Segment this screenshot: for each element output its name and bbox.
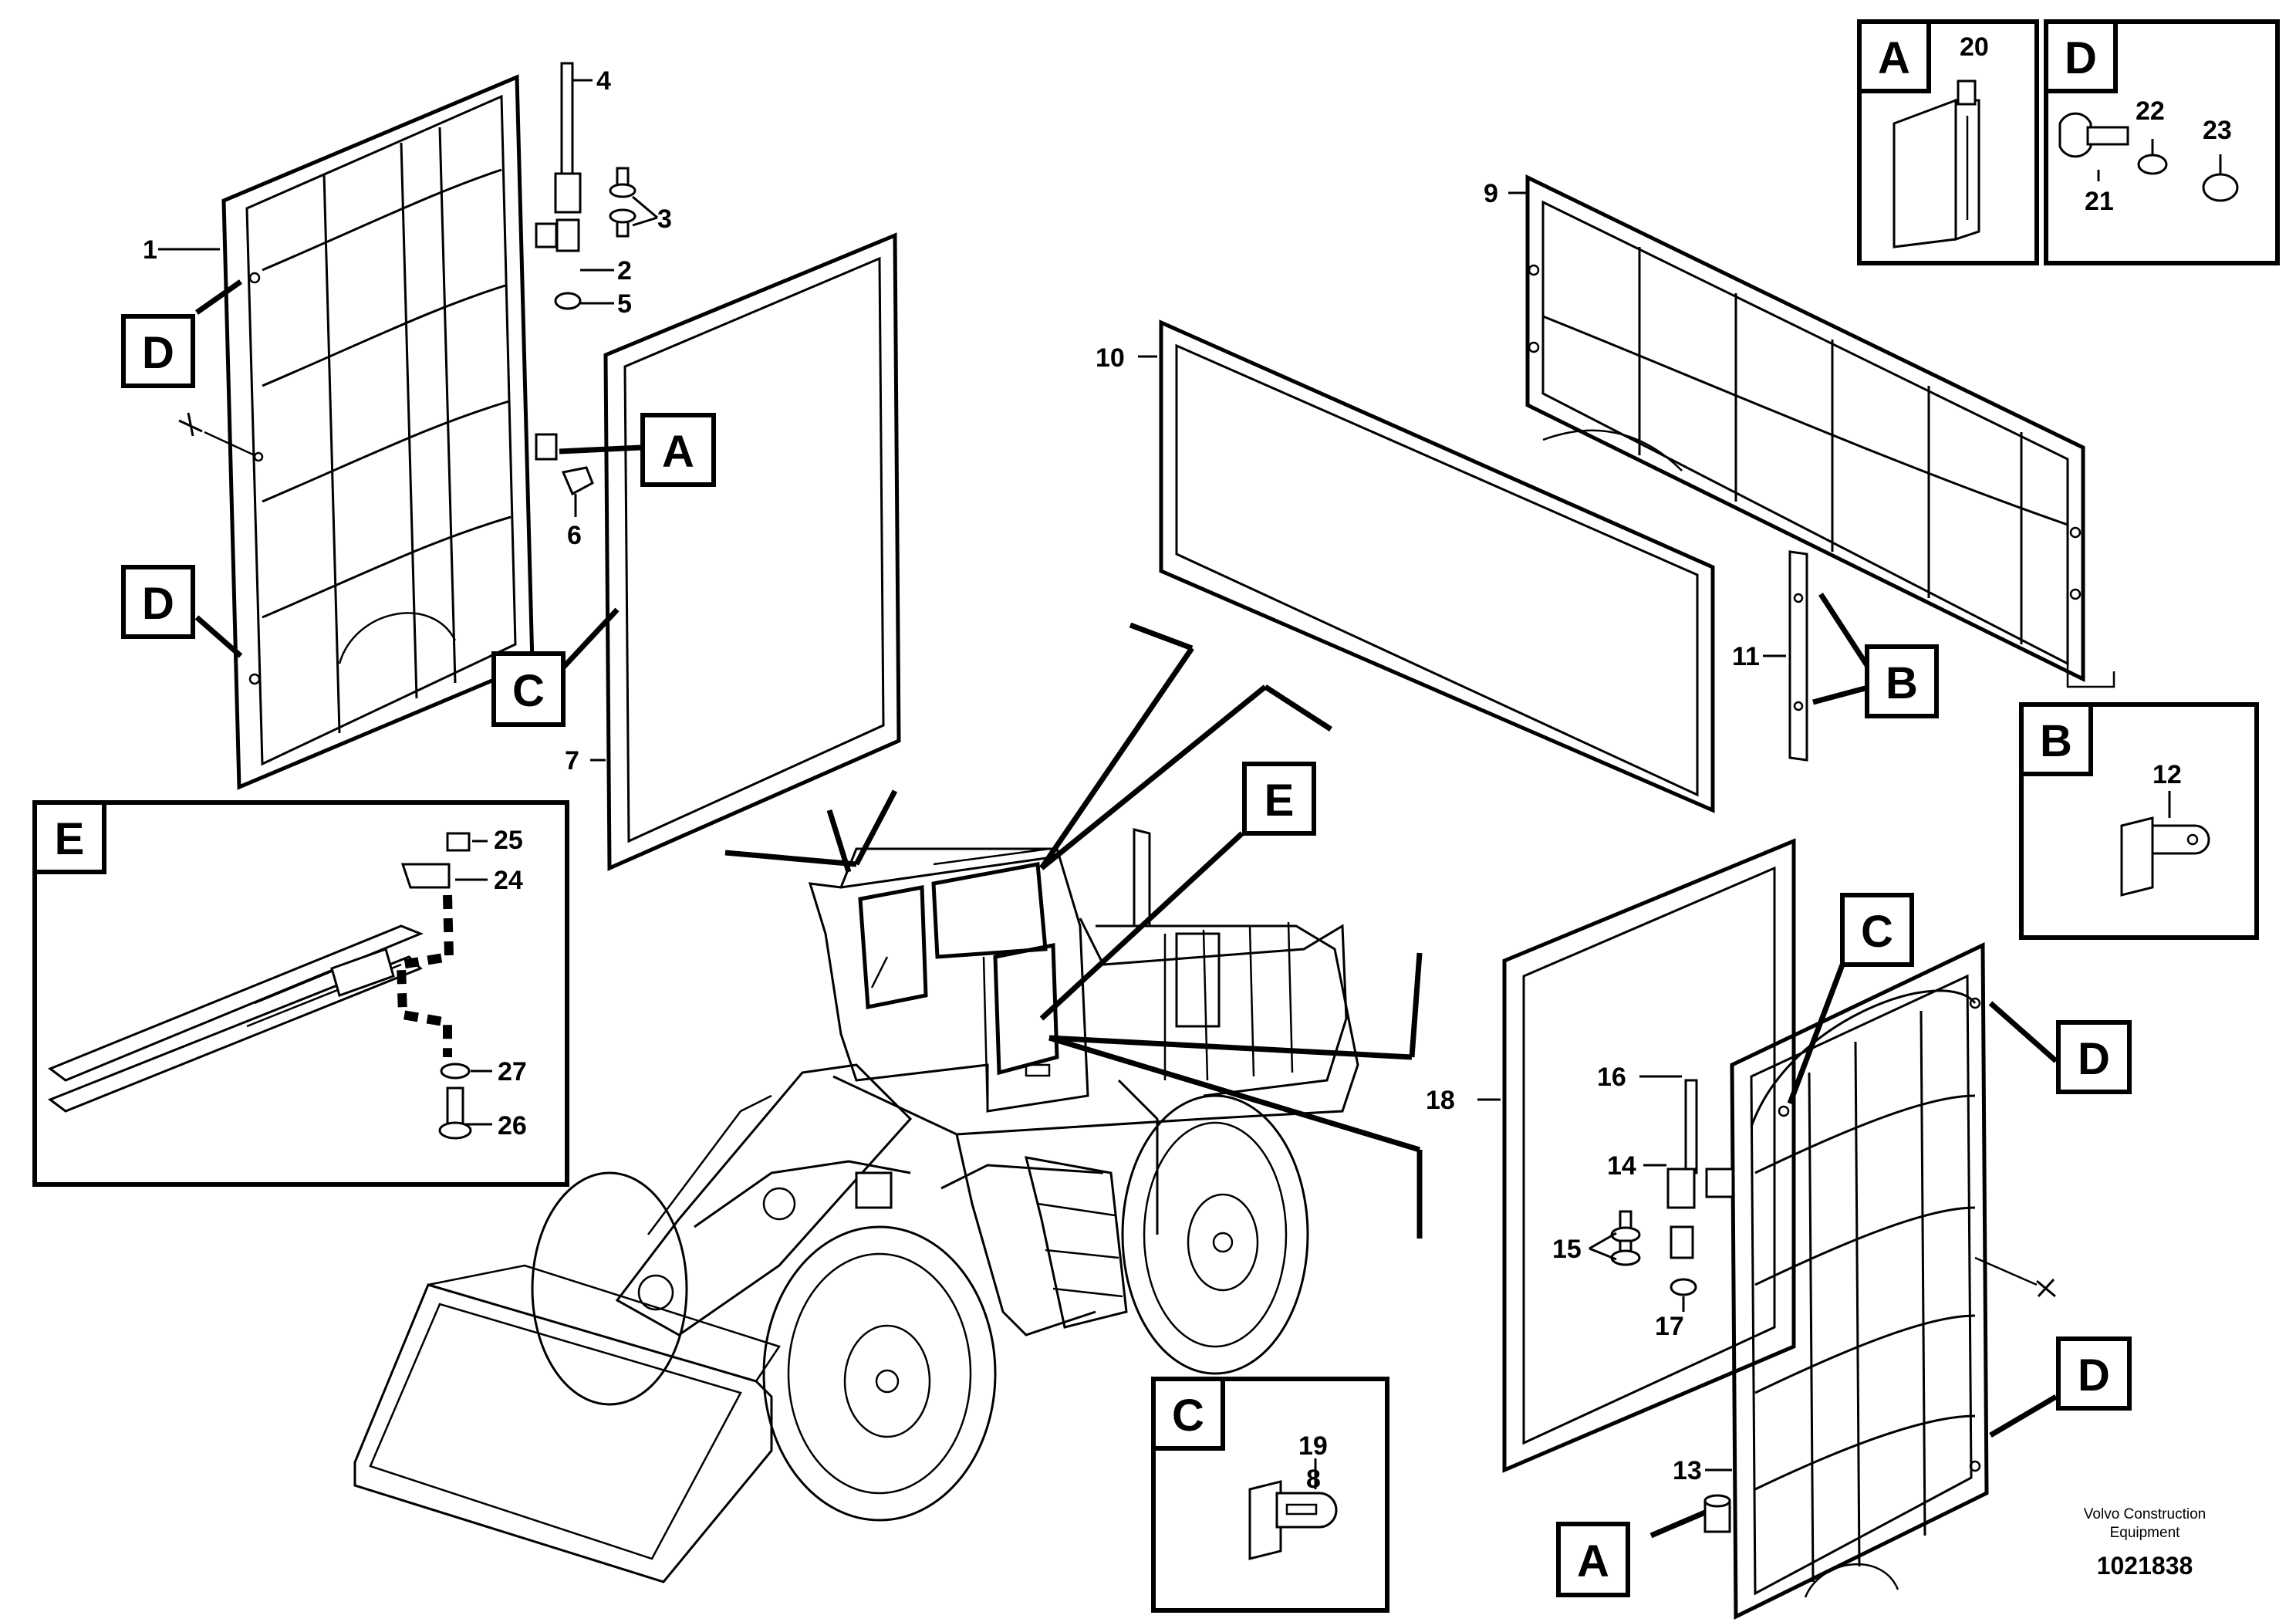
inset-tag-A: A: [1857, 19, 1931, 93]
part-number-18: 18: [1426, 1086, 1455, 1115]
part-number-9: 9: [1484, 179, 1498, 208]
svg-text:D: D: [142, 328, 174, 378]
svg-text:E: E: [55, 814, 85, 864]
cab-pointer-lines: [724, 622, 1423, 1238]
part-number-21: 21: [2085, 187, 2114, 216]
right-window-guard-grille: [1705, 942, 2056, 1620]
part-number-19: 19: [1298, 1431, 1328, 1461]
wheel-loader-illustration: [353, 828, 1359, 1583]
tag-D-left-top: D: [121, 314, 195, 388]
tag-C-right: C: [1840, 893, 1914, 967]
svg-text:E: E: [1264, 776, 1295, 826]
tag-B-right: B: [1865, 644, 1939, 718]
right-hinge-parts: [1589, 1075, 1734, 1312]
part-number-4: 4: [596, 66, 611, 96]
part-number-3: 3: [657, 204, 672, 234]
part-number-1: 1: [143, 235, 157, 265]
part-number-2: 2: [617, 256, 632, 286]
svg-text:B: B: [1886, 658, 1918, 708]
tag-E-center: E: [1242, 762, 1316, 836]
part-number-27: 27: [498, 1057, 527, 1086]
drawing-number: 1021838: [2097, 1552, 2193, 1580]
brand-name-line2: Equipment: [2110, 1525, 2181, 1541]
part-number-26: 26: [498, 1111, 527, 1140]
svg-text:D: D: [2078, 1034, 2110, 1084]
svg-text:A: A: [1577, 1536, 1609, 1587]
part-number-15: 15: [1552, 1235, 1582, 1264]
rear-window-guard-grille: [1508, 174, 2115, 688]
part-number-16: 16: [1597, 1063, 1626, 1092]
inset-tag-E: E: [32, 800, 106, 874]
part-number-12: 12: [2152, 760, 2182, 789]
svg-text:A: A: [662, 427, 694, 477]
left-window-guard-grille: [178, 74, 535, 790]
part-number-5: 5: [617, 289, 632, 319]
part-number-14: 14: [1607, 1151, 1636, 1181]
part-number-labels: 1 2 3 4 5 6 7 8 9 10 11 12 13 14 15 16 1…: [143, 32, 2232, 1494]
part-number-11: 11: [1732, 642, 1760, 671]
seal-7: [590, 232, 901, 871]
part-number-20: 20: [1960, 32, 1989, 62]
part-number-23: 23: [2203, 116, 2232, 145]
svg-text:A: A: [1878, 33, 1910, 83]
callout-arrows: [194, 279, 2058, 1539]
tag-D-left-bottom: D: [121, 565, 195, 639]
part-number-13: 13: [1673, 1456, 1702, 1485]
brand-name: Volvo Construction: [2084, 1506, 2206, 1522]
tag-A-bottom: A: [1556, 1522, 1630, 1597]
left-hinge-parts: [158, 62, 658, 517]
svg-text:D: D: [2065, 33, 2097, 83]
seal-10: [1138, 319, 1715, 813]
inset-tag-B: B: [2019, 702, 2093, 776]
svg-text:D: D: [2078, 1350, 2110, 1401]
inset-tag-C: C: [1151, 1377, 1225, 1451]
tag-D-right-top: D: [2056, 1020, 2132, 1094]
part-number-24: 24: [494, 866, 523, 895]
svg-text:C: C: [1172, 1391, 1204, 1441]
seal-18: [1477, 838, 1796, 1473]
part-number-25: 25: [494, 826, 523, 855]
svg-text:B: B: [2040, 716, 2072, 766]
svg-text:D: D: [142, 579, 174, 629]
part-number-7: 7: [565, 746, 579, 776]
tag-D-right-bottom: D: [2056, 1336, 2132, 1411]
tag-A-left: A: [640, 413, 716, 487]
title-block: Volvo Construction Equipment 1021838: [2084, 1506, 2206, 1580]
part-number-10: 10: [1096, 343, 1125, 373]
part-number-6: 6: [567, 521, 582, 550]
inset-tag-D: D: [2044, 19, 2118, 93]
tag-C-left: C: [491, 651, 566, 727]
bracket-bar-11: [1763, 550, 1808, 762]
svg-text:C: C: [512, 666, 545, 716]
part-number-22: 22: [2136, 96, 2165, 126]
part-number-17: 17: [1655, 1312, 1684, 1341]
svg-text:C: C: [1861, 907, 1893, 957]
small-spacer-A-bottom: [1703, 1494, 1731, 1533]
part-number-8: 8: [1306, 1465, 1321, 1494]
detail-box-E: [32, 800, 569, 1187]
